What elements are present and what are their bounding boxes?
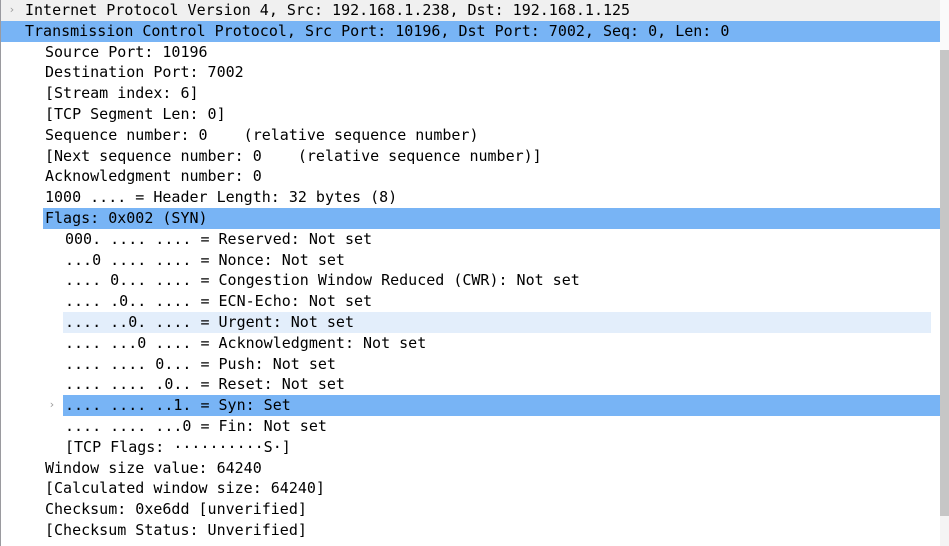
tree-row-next-sequence-number[interactable]: [Next sequence number: 0 (relative seque…	[1, 146, 940, 167]
tree-row-label: Acknowledgment number: 0	[1, 166, 262, 187]
tree-row-tcp-segment-len[interactable]: [TCP Segment Len: 0]	[1, 104, 940, 125]
tree-row-source-port[interactable]: Source Port: 10196	[1, 42, 940, 63]
tree-row-label: Internet Protocol Version 4, Src: 192.16…	[1, 0, 630, 21]
tree-row-flags[interactable]: ⱟFlags: 0x002 (SYN)	[1, 208, 940, 229]
tree-row-label: [Checksum Status: Unverified]	[1, 520, 307, 541]
scrollbar-thumb[interactable]	[940, 50, 949, 516]
tree-row-destination-port[interactable]: Destination Port: 7002	[1, 62, 940, 83]
tree-row-label: [Stream index: 6]	[1, 83, 199, 104]
tree-row-label: Source Port: 10196	[1, 42, 208, 63]
tree-row-label: [TCP Segment Len: 0]	[1, 104, 226, 125]
tree-row-calculated-window-size[interactable]: [Calculated window size: 64240]	[1, 478, 940, 499]
tree-row-tcp[interactable]: ⱟTransmission Control Protocol, Src Port…	[1, 21, 940, 42]
tree-row-label: 000. .... .... = Reserved: Not set	[1, 229, 372, 250]
tree-row-label: 1000 .... = Header Length: 32 bytes (8)	[1, 187, 397, 208]
tree-row-label: ...0 .... .... = Nonce: Not set	[1, 250, 345, 271]
tree-row-flag-reset[interactable]: .... .... .0.. = Reset: Not set	[1, 374, 940, 395]
tree-row-label: Checksum: 0xe6dd [unverified]	[1, 499, 307, 520]
chevron-right-icon[interactable]: ›	[45, 395, 59, 416]
tree-row-label: .... .0.. .... = ECN-Echo: Not set	[1, 291, 372, 312]
tree-row-label: [Next sequence number: 0 (relative seque…	[1, 146, 542, 167]
tree-row-flag-acknowledgment[interactable]: .... ...0 .... = Acknowledgment: Not set	[1, 333, 940, 354]
tree-row-flag-nonce[interactable]: ...0 .... .... = Nonce: Not set	[1, 250, 940, 271]
chevron-right-icon[interactable]: ›	[5, 0, 19, 21]
tree-row-label: .... .... ...0 = Fin: Not set	[1, 416, 327, 437]
tree-row-label: .... .... 0... = Push: Not set	[1, 354, 336, 375]
chevron-down-icon[interactable]: ⱟ	[25, 208, 39, 229]
tree-row-flag-cwr[interactable]: .... 0... .... = Congestion Window Reduc…	[1, 270, 940, 291]
tree-row-flag-reserved[interactable]: 000. .... .... = Reserved: Not set	[1, 229, 940, 250]
tree-row-flag-syn[interactable]: ›.... .... ..1. = Syn: Set	[1, 395, 940, 416]
tree-row-label: Destination Port: 7002	[1, 62, 244, 83]
tree-row-window-size-value[interactable]: Window size value: 64240	[1, 458, 940, 479]
tree-row-label: Window size value: 64240	[1, 458, 262, 479]
tree-row-flag-fin[interactable]: .... .... ...0 = Fin: Not set	[1, 416, 940, 437]
tree-row-checksum[interactable]: Checksum: 0xe6dd [unverified]	[1, 499, 940, 520]
tree-row-checksum-status[interactable]: [Checksum Status: Unverified]	[1, 520, 940, 541]
chevron-down-icon[interactable]: ⱟ	[5, 21, 19, 42]
tree-row-flag-ecn-echo[interactable]: .... .0.. .... = ECN-Echo: Not set	[1, 291, 940, 312]
tree-row-flag-urgent[interactable]: .... ..0. .... = Urgent: Not set	[1, 312, 940, 333]
tree-row-label: .... 0... .... = Congestion Window Reduc…	[1, 270, 580, 291]
tree-row-label: Transmission Control Protocol, Src Port:…	[1, 21, 729, 42]
vertical-scrollbar[interactable]	[940, 0, 949, 546]
tree-row-label: .... ...0 .... = Acknowledgment: Not set	[1, 333, 426, 354]
tree-row-header-length[interactable]: 1000 .... = Header Length: 32 bytes (8)	[1, 187, 940, 208]
tree-row-ipv4[interactable]: ›Internet Protocol Version 4, Src: 192.1…	[1, 0, 940, 21]
tree-row-label: [Calculated window size: 64240]	[1, 478, 325, 499]
tree-row-stream-index[interactable]: [Stream index: 6]	[1, 83, 940, 104]
scrollbar-track-top[interactable]	[940, 0, 949, 50]
tree-row-flag-push[interactable]: .... .... 0... = Push: Not set	[1, 354, 940, 375]
tree-row-label: .... ..0. .... = Urgent: Not set	[1, 312, 354, 333]
tree-row-label: .... .... .0.. = Reset: Not set	[1, 374, 345, 395]
tree-row-label: Sequence number: 0 (relative sequence nu…	[1, 125, 478, 146]
tree-row-sequence-number[interactable]: Sequence number: 0 (relative sequence nu…	[1, 125, 940, 146]
tree-row-acknowledgment-number[interactable]: Acknowledgment number: 0	[1, 166, 940, 187]
tree-row-label: [TCP Flags: ··········S·]	[1, 437, 291, 458]
tree-row-tcp-flags-summary[interactable]: [TCP Flags: ··········S·]	[1, 437, 940, 458]
